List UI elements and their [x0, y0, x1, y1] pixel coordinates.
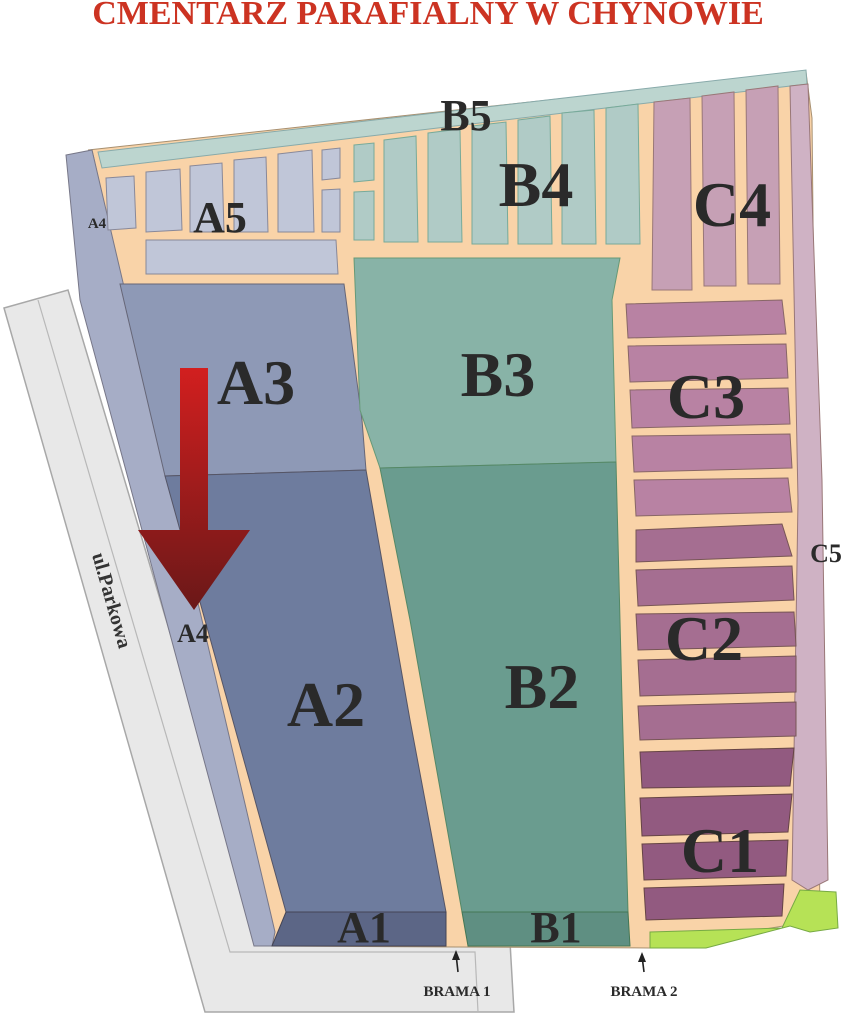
section-b4-plots: [353, 103, 641, 245]
gate-arrow-icon: [452, 950, 460, 960]
gate-2-label: BRAMA 2: [610, 984, 677, 1000]
section-c4-plots: [651, 85, 781, 291]
label-a4-top: A4: [88, 216, 107, 232]
label-b1: B1: [530, 903, 581, 952]
label-c4: C4: [693, 169, 771, 240]
label-a3: A3: [217, 347, 295, 418]
gate-2-marker: BRAMA 2: [610, 952, 678, 1000]
gate-1-marker: BRAMA 1: [423, 950, 491, 1000]
direction-arrow-icon: [138, 368, 250, 610]
label-c1: C1: [681, 815, 759, 886]
label-c5: C5: [810, 539, 842, 568]
section-c2-plots: [635, 523, 797, 741]
label-b5: B5: [440, 91, 491, 140]
section-c1-plots: [639, 747, 795, 921]
gate-1-label: BRAMA 1: [423, 984, 490, 1000]
label-c2: C2: [665, 603, 743, 674]
section-a1: [271, 911, 447, 947]
section-b1: [461, 911, 631, 947]
label-b4: B4: [499, 149, 574, 220]
label-c3: C3: [667, 361, 745, 432]
green-area: [649, 889, 839, 949]
label-a2: A2: [287, 669, 365, 740]
label-a5: A5: [193, 193, 247, 242]
section-a5-plots: [105, 147, 341, 275]
map-title: CMENTARZ PARAFIALNY W CHYNOWIE: [92, 0, 764, 32]
label-a1: A1: [337, 903, 391, 952]
section-c3-plots: [625, 299, 793, 517]
section-c5-strip: [789, 83, 829, 891]
label-b3: B3: [461, 339, 536, 410]
gate-arrow-icon: [638, 952, 646, 962]
label-b2: B2: [505, 651, 580, 722]
label-a4-arrow: A4: [177, 619, 209, 648]
section-a2: [164, 469, 447, 913]
